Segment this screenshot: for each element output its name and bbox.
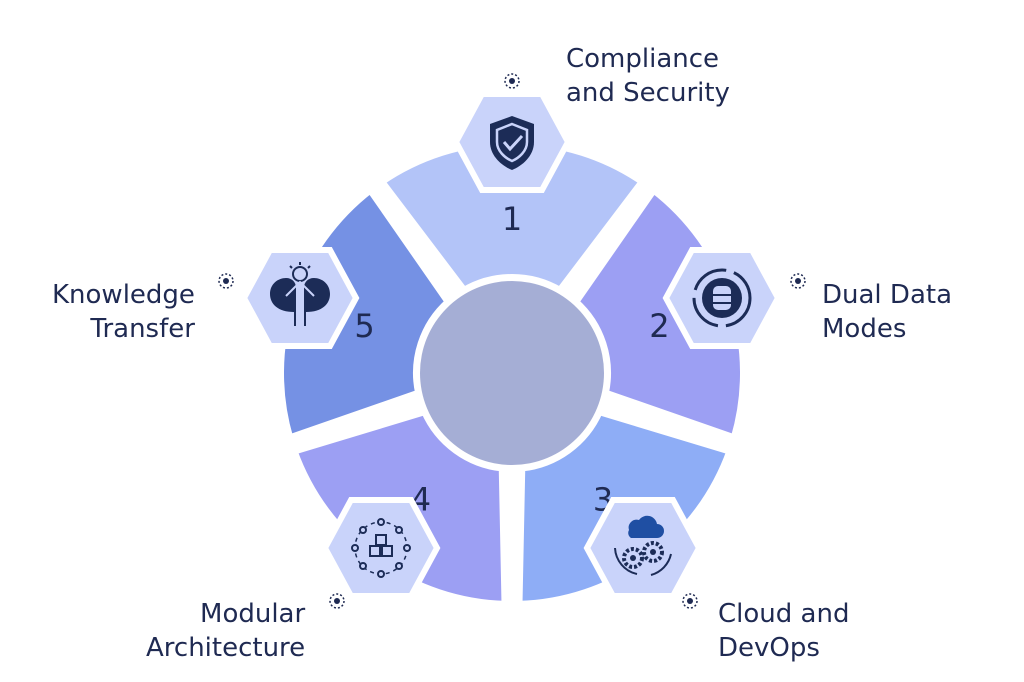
segment-number: 5: [354, 307, 374, 345]
modular-cubes-icon: [351, 518, 411, 578]
label-line: Modes: [822, 314, 907, 344]
database-gear-icon: [692, 268, 752, 328]
badge-dual-data: [662, 247, 782, 349]
target-icon: [504, 73, 520, 89]
shield-check-icon: [490, 116, 534, 170]
center-circle: [420, 281, 604, 465]
label-line: Modular: [200, 599, 306, 629]
target-icon: [790, 273, 806, 289]
segment-number: 2: [649, 307, 669, 345]
target-icon: [329, 593, 345, 609]
label-cloud-devops: Cloud and DevOps: [718, 597, 849, 665]
label-line: Knowledge: [52, 280, 195, 310]
segment-number: 1: [502, 200, 522, 238]
badge-compliance: [452, 91, 572, 193]
label-knowledge-transfer: Knowledge Transfer: [52, 278, 195, 346]
badge-modular: [321, 497, 441, 599]
badge-cloud-devops: [583, 497, 703, 599]
label-line: Architecture: [146, 633, 306, 663]
label-compliance-security: Compliance and Security: [566, 42, 730, 110]
label-line: Transfer: [90, 314, 195, 344]
label-dual-data-modes: Dual Data Modes: [822, 278, 952, 346]
target-icon: [682, 593, 698, 609]
knowledge-heads-icon: [270, 262, 330, 326]
target-icon: [218, 273, 234, 289]
cloud-gears-icon: [614, 515, 672, 576]
segment-compliance: [376, 137, 648, 296]
label-line: Dual Data: [822, 280, 952, 310]
label-modular-architecture: Modular Architecture: [146, 597, 305, 665]
label-line: and Security: [566, 78, 730, 108]
label-line: Cloud and: [718, 599, 850, 629]
label-line: Compliance: [566, 44, 720, 74]
badge-knowledge: [240, 247, 360, 349]
label-line: DevOps: [718, 633, 820, 663]
